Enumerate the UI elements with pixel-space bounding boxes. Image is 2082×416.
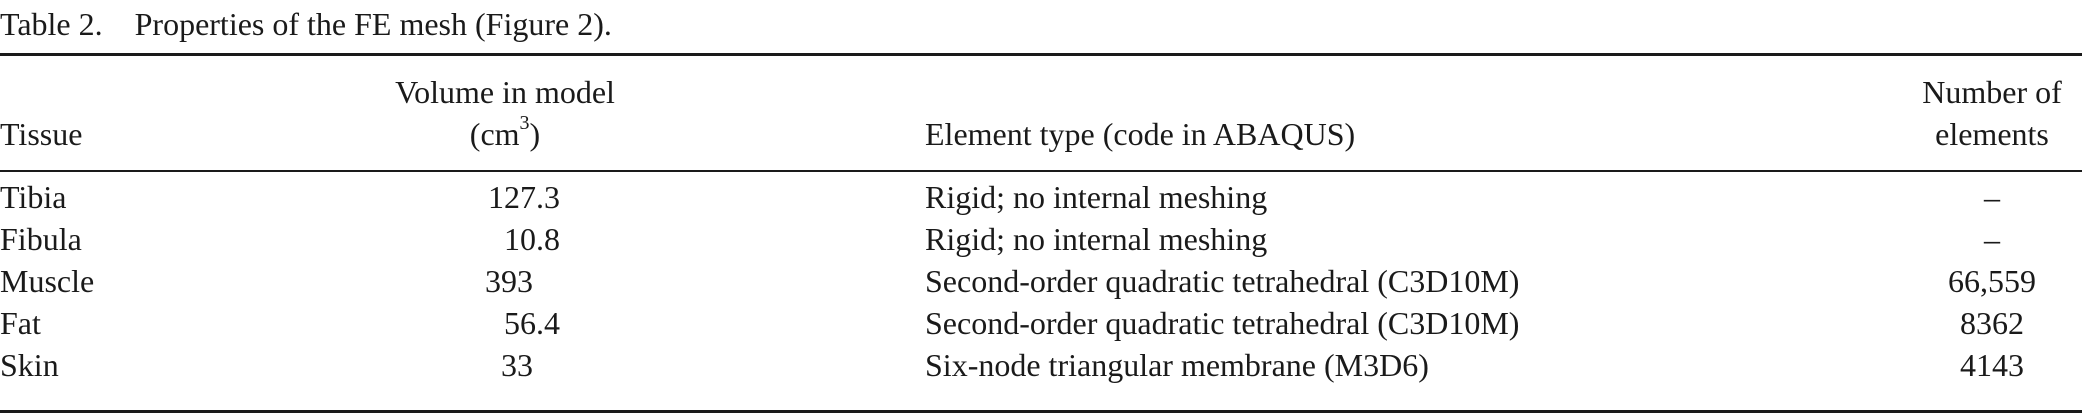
cell-number: 4143 <box>1960 347 2024 383</box>
cell-number: – <box>1984 221 2000 257</box>
cell-volume: 127.3 <box>488 179 560 215</box>
cell-number: 66,559 <box>1948 263 2036 299</box>
table-row: Fat 56.4 Second-order quadratic tetrahed… <box>0 302 2082 344</box>
cell-volume: 56.4 <box>504 305 560 341</box>
cell-element-type: Rigid; no internal meshing <box>925 221 1268 257</box>
cell-tissue: Fibula <box>0 221 82 257</box>
cell-element-type: Second-order quadratic tetrahedral (C3D1… <box>925 305 1520 341</box>
cell-volume: 10.8 <box>504 221 560 257</box>
table-row: Skin 33 Six-node triangular membrane (M3… <box>0 344 2082 386</box>
header-number-line2: elements <box>1935 116 2049 152</box>
bottom-rule <box>0 410 2082 413</box>
superscript-3: 3 <box>519 112 530 135</box>
header-element-type: Element type (code in ABAQUS) <box>925 116 1356 152</box>
cell-element-type: Second-order quadratic tetrahedral (C3D1… <box>925 263 1520 299</box>
header-volume: Volume in model (cm3) <box>345 71 665 155</box>
cell-tissue: Muscle <box>0 263 95 299</box>
table-caption: Table 2. Properties of the FE mesh (Figu… <box>0 6 612 42</box>
top-rule <box>0 53 2082 56</box>
header-number-of-elements: Number of elements <box>1902 71 2082 155</box>
header-volume-line2: (cm3) <box>469 112 541 152</box>
table-row: Fibula 10.8 Rigid; no internal meshing – <box>0 218 2082 260</box>
cell-volume: 393 <box>485 263 533 299</box>
cell-number: 8362 <box>1960 305 2024 341</box>
cell-element-type: Rigid; no internal meshing <box>925 179 1268 215</box>
cell-volume: 33 <box>501 347 533 383</box>
table-row: Tibia 127.3 Rigid; no internal meshing – <box>0 176 2082 218</box>
table-row: Muscle 393 Second-order quadratic tetrah… <box>0 260 2082 302</box>
header-tissue: Tissue <box>0 116 83 152</box>
header-volume-line1: Volume in model <box>395 74 615 110</box>
cell-element-type: Six-node triangular membrane (M3D6) <box>925 347 1429 383</box>
header-rule <box>0 170 2082 172</box>
cell-number: – <box>1984 179 2000 215</box>
cell-tissue: Skin <box>0 347 59 383</box>
cell-tissue: Fat <box>0 305 41 341</box>
cell-tissue: Tibia <box>0 179 67 215</box>
header-number-line1: Number of <box>1922 74 2062 110</box>
